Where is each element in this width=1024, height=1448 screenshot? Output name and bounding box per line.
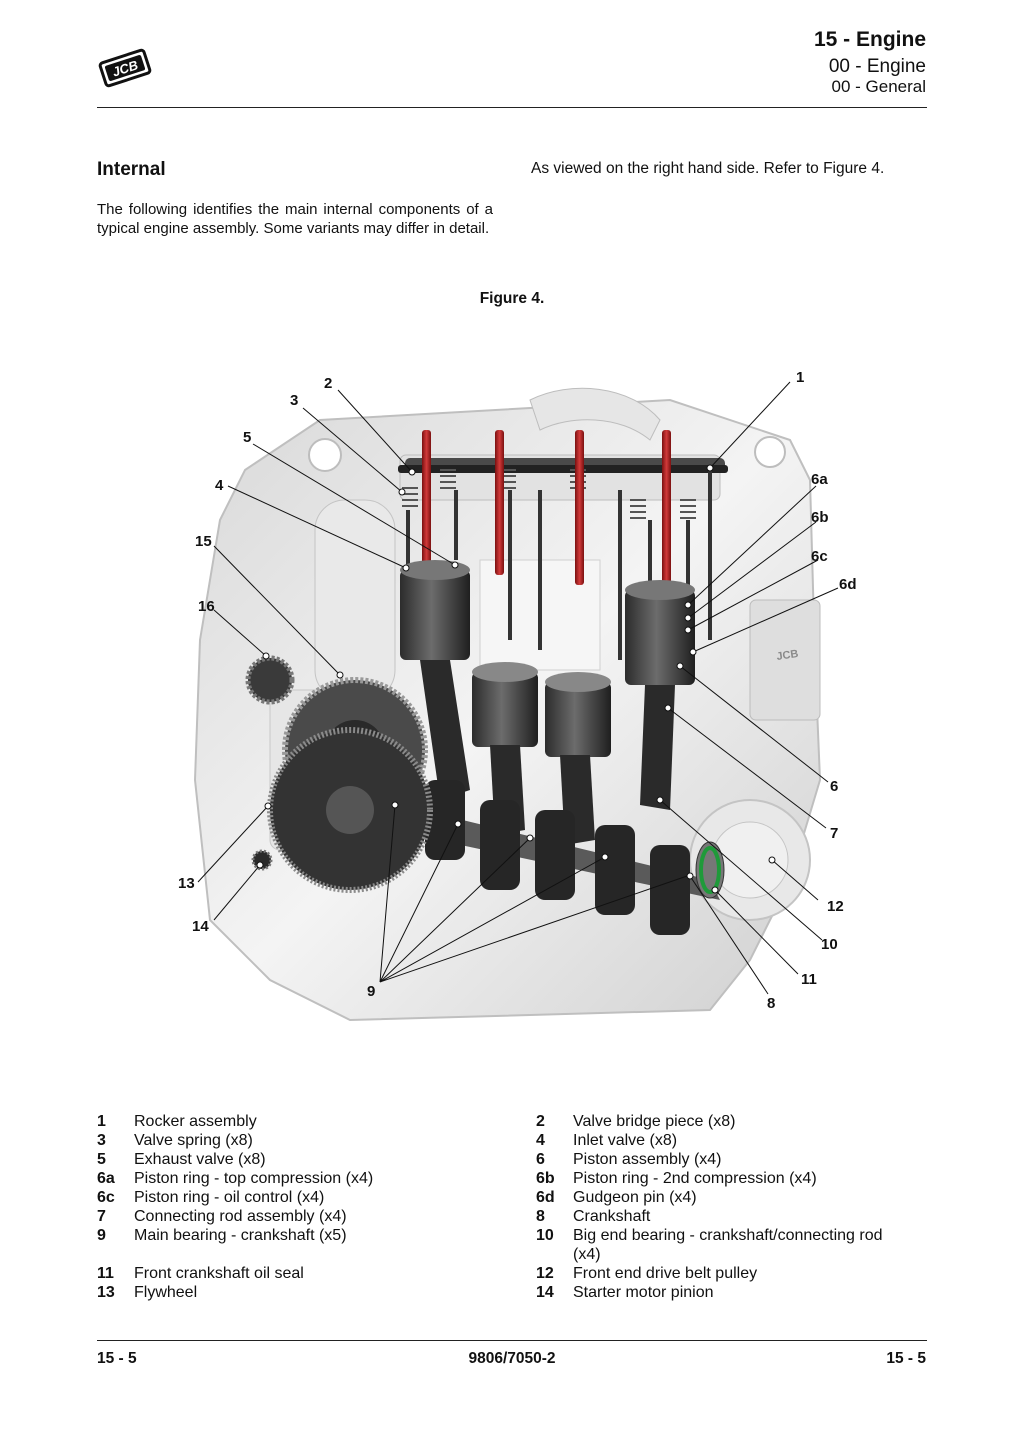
legend-text: Valve spring (x8)	[134, 1132, 253, 1149]
page-number-left: 15 - 5	[97, 1350, 137, 1367]
callout-11: 11	[801, 971, 817, 988]
legend-number: 2	[536, 1113, 545, 1130]
header-divider	[97, 107, 927, 108]
legend-number: 6d	[536, 1189, 555, 1206]
legend-text: Piston assembly (x4)	[573, 1151, 722, 1168]
legend-number: 6c	[97, 1189, 115, 1206]
legend-number: 4	[536, 1132, 545, 1149]
flywheel	[267, 727, 433, 893]
section-heading: Internal	[97, 159, 166, 180]
callout-6d: 6d	[839, 576, 857, 593]
engine-cutaway-figure: JCB	[178, 369, 857, 1022]
legend-number: 11	[97, 1265, 114, 1282]
page-number-right: 15 - 5	[886, 1350, 926, 1367]
legend-text: Valve bridge piece (x8)	[573, 1113, 736, 1130]
legend-text: Rocker assembly	[134, 1113, 257, 1130]
legend-number: 5	[97, 1151, 106, 1168]
legend-text: Main bearing - crankshaft (x5)	[134, 1227, 347, 1244]
callout-2: 2	[324, 375, 332, 392]
jcb-logo: JCB	[98, 48, 152, 88]
legend-number: 14	[536, 1284, 554, 1301]
legend-number: 12	[536, 1265, 554, 1282]
callout-4: 4	[215, 477, 224, 494]
subsection-title: 00 - Engine	[828, 56, 926, 77]
idler-gear	[245, 655, 295, 705]
crankshaft	[380, 780, 725, 935]
callout-7: 7	[830, 825, 838, 842]
legend-text: Big end bearing - crankshaft/connecting …	[573, 1227, 883, 1244]
legend-text: Connecting rod assembly (x4)	[134, 1208, 347, 1225]
callout-14: 14	[192, 918, 209, 935]
figure-caption: Figure 4.	[479, 290, 545, 307]
callout-16: 16	[198, 598, 215, 615]
oil-seal-ring	[699, 846, 721, 894]
legend-text: Gudgeon pin (x4)	[573, 1189, 697, 1206]
legend-number: 6a	[97, 1170, 115, 1187]
callout-10: 10	[821, 936, 838, 953]
legend-text: Front crankshaft oil seal	[134, 1265, 304, 1282]
legend-text-continued: (x4)	[573, 1246, 601, 1263]
legend-text: Starter motor pinion	[573, 1284, 714, 1301]
subsubsection-title: 00 - General	[831, 77, 927, 96]
callout-13: 13	[178, 875, 195, 892]
section-title-header: 15 - Engine	[813, 28, 926, 51]
legend-number: 13	[97, 1284, 115, 1301]
legend-text: Front end drive belt pulley	[573, 1265, 758, 1282]
legend-text: Piston ring - 2nd compression (x4)	[573, 1170, 817, 1187]
legend-number: 6	[536, 1151, 545, 1168]
callout-9: 9	[367, 983, 375, 1000]
legend-number: 6b	[536, 1170, 555, 1187]
callout-dots	[256, 464, 776, 894]
valves	[406, 470, 712, 660]
legend-text: Crankshaft	[573, 1208, 651, 1225]
callout-5: 5	[243, 429, 251, 446]
legend-text: Flywheel	[134, 1284, 198, 1301]
intro-paragraph: The following identifies the main intern…	[97, 201, 493, 237]
legend-number: 3	[97, 1132, 106, 1149]
callout-6a: 6a	[811, 471, 828, 488]
callout-3: 3	[290, 392, 298, 409]
callout-labels: 1 2 3 4 5 6a 6b 6c 6d 15 16 6 7 12 10 11…	[178, 369, 857, 1012]
legend-text: Exhaust valve (x8)	[134, 1151, 266, 1168]
legend-number: 8	[536, 1208, 545, 1225]
callout-leaders	[197, 381, 839, 995]
footer-divider	[97, 1340, 927, 1341]
callout-6: 6	[830, 778, 838, 795]
legend-text: Piston ring - oil control (x4)	[134, 1189, 325, 1206]
callout-6c: 6c	[811, 548, 828, 565]
legend-text: Inlet valve (x8)	[573, 1132, 678, 1149]
callout-6b: 6b	[811, 509, 829, 526]
legend-number: 1	[97, 1113, 106, 1130]
legend-text: Piston ring - top compression (x4)	[134, 1170, 374, 1187]
callout-15: 15	[195, 533, 212, 550]
legend-number: 9	[97, 1227, 106, 1244]
view-note: As viewed on the right hand side. Refer …	[531, 160, 885, 177]
rocker-assembly	[398, 458, 728, 473]
callout-8: 8	[767, 995, 775, 1012]
legend-number: 7	[97, 1208, 106, 1225]
pushrods	[422, 430, 671, 590]
legend-number: 10	[536, 1227, 554, 1244]
callout-1: 1	[796, 369, 804, 386]
document-number: 9806/7050-2	[468, 1350, 556, 1367]
callout-12: 12	[827, 898, 844, 915]
engine-brand-mark: JCB	[776, 648, 800, 663]
